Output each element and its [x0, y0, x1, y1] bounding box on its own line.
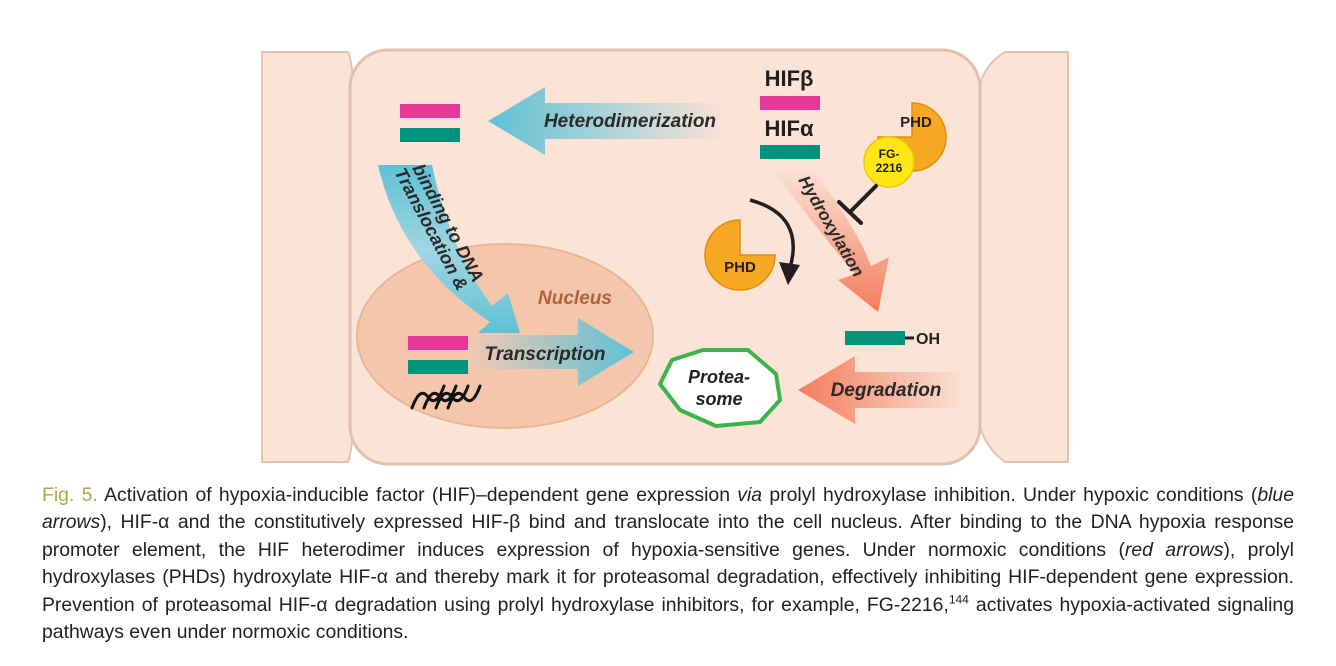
- phd-cycle-arrow: [749, 198, 795, 269]
- heterodimerization-arrow: [488, 87, 725, 155]
- degradation-arrow: [798, 356, 965, 424]
- phd-bottom-label: PHD: [724, 259, 756, 276]
- hif-alpha-bar: [760, 145, 820, 159]
- phd-top-label: PHD: [900, 114, 932, 131]
- hif-beta-bar: [760, 96, 820, 110]
- caption-red-arrows: red arrows: [1124, 538, 1224, 561]
- proteasome: [658, 348, 782, 428]
- oh-label: OH: [916, 331, 940, 348]
- transcription-label: Transcription: [484, 344, 605, 365]
- hif-alpha-label: HIFα: [765, 116, 814, 141]
- caption-via: via: [737, 484, 763, 506]
- nucleus-label: Nucleus: [538, 288, 612, 309]
- phd-cycle-arrowhead: [779, 262, 800, 285]
- hif-beta-label: HIFβ: [765, 66, 814, 91]
- caption-blue-arrows: blue arrows: [42, 484, 1294, 534]
- caption-reference: 144: [948, 592, 969, 607]
- inhibitor-label-line1: FG-: [879, 147, 900, 161]
- hif-alpha-bar-nucleus: [408, 360, 468, 374]
- hif-pathway-diagram: Nucleus Heterodimerization Translocation…: [261, 48, 1069, 466]
- proteasome-label-line2: some: [695, 389, 742, 409]
- caption-part5: activates hypoxia-activated signaling pa…: [42, 593, 1294, 644]
- phd-enzyme-bottom: [704, 219, 776, 291]
- hydroxylation-arrow: [772, 168, 889, 312]
- proteasome-label-line1: Protea-: [688, 367, 750, 387]
- caption-part2: prolyl hydroxylase inhibition. Under hyp…: [762, 484, 1258, 506]
- translocation-arrow: [378, 165, 520, 333]
- heterodimerization-label: Heterodimerization: [544, 111, 716, 132]
- caption-part1: Activation of hypoxia-inducible factor (…: [104, 484, 738, 506]
- fg-2216-inhibitor: [863, 136, 915, 188]
- figure-caption: Fig. 5. Activation of hypoxia-inducible …: [42, 482, 1294, 646]
- degradation-label: Degradation: [831, 380, 942, 401]
- dna-icon: [410, 384, 482, 410]
- hif-beta-bar-dimer: [400, 104, 460, 118]
- inhibition-symbol: [837, 184, 878, 225]
- caption-part4: ), prolyl hydroxylases (PHDs) hydroxylat…: [42, 538, 1294, 616]
- inhibitor-label-line2: 2216: [876, 161, 903, 175]
- transcription-arrow: [470, 318, 634, 386]
- right-neighbor-cell: [976, 51, 1069, 463]
- hif-beta-bar-nucleus: [408, 336, 468, 350]
- left-neighbor-cell: [261, 51, 354, 463]
- figure-number: Fig. 5.: [42, 484, 98, 506]
- caption-part3: ), HIF-α and the constitutively expresse…: [42, 511, 1294, 561]
- hif-alpha-oh-bar: [845, 331, 905, 345]
- hif-alpha-bar-dimer: [400, 128, 460, 142]
